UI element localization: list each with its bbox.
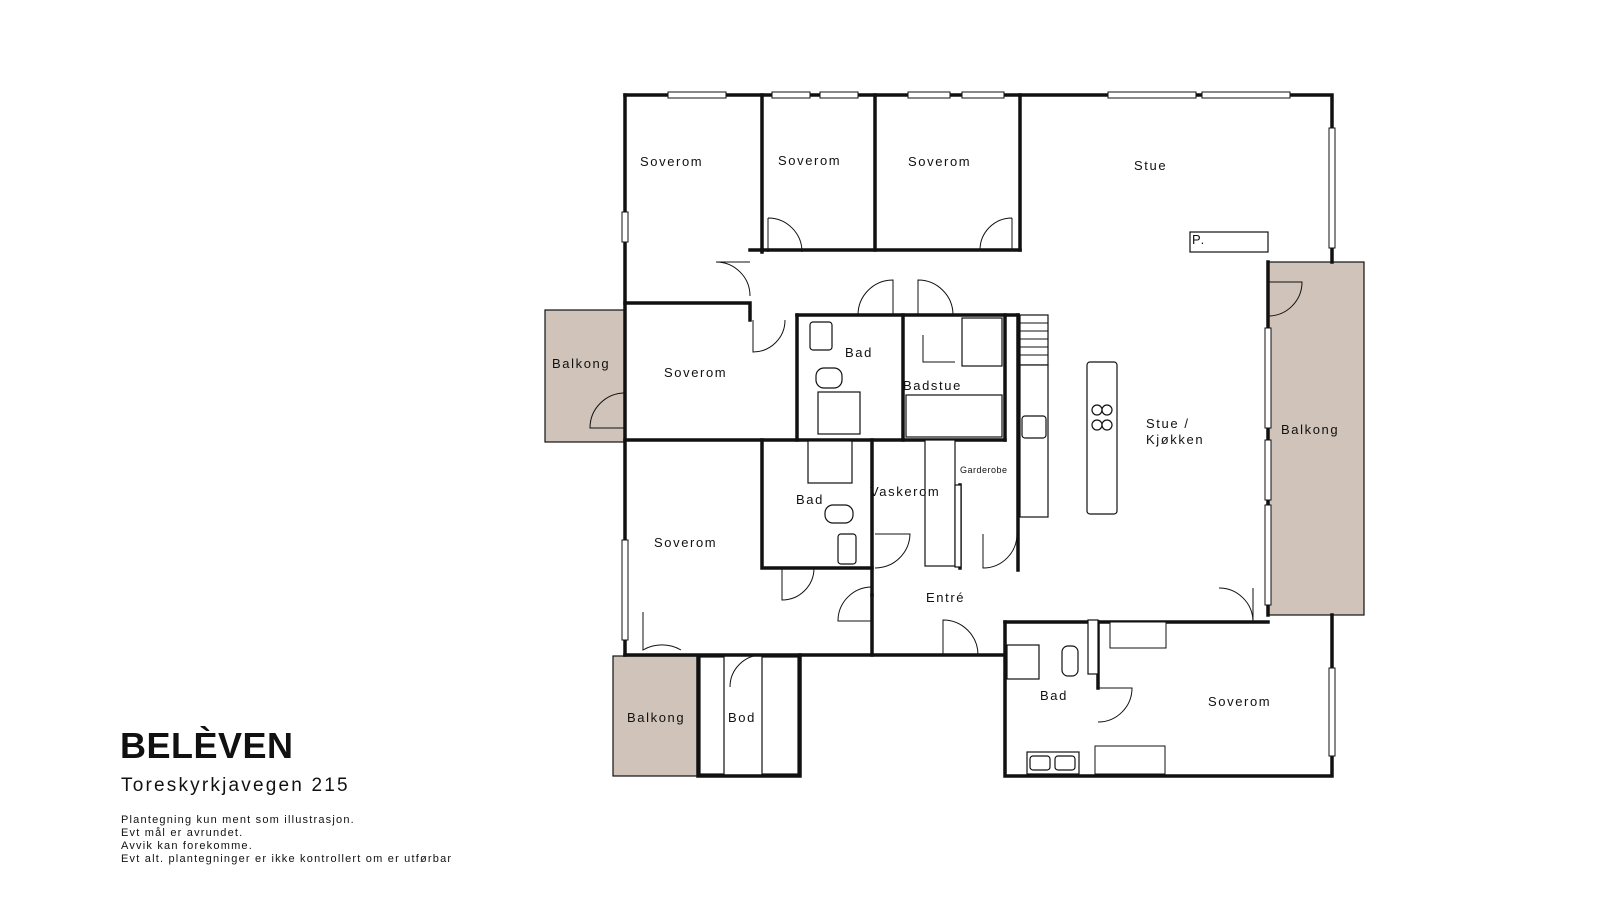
room-label-soverom-4: Soverom: [664, 365, 727, 380]
doors: [589, 217, 1303, 723]
room-label-garderobe: Garderobe: [960, 465, 1008, 475]
windows: [621, 91, 1336, 775]
balcony-left: [544, 309, 626, 443]
room-label-vaskerom: Vaskerom: [870, 484, 940, 499]
disclaimer-line: Evt alt. plantegninger er ikke kontrolle…: [121, 853, 453, 865]
disclaimer-line: Plantegning kun ment som illustrasjon.: [121, 814, 355, 826]
kitchen-island: [1086, 361, 1118, 515]
room-label-stue: Stue: [1134, 158, 1167, 173]
stairs: [1019, 314, 1049, 366]
room-label-soverom-5: Soverom: [654, 535, 717, 550]
room-label-bad-1: Bad: [845, 345, 873, 360]
room-label-soverom-6: Soverom: [1208, 694, 1271, 709]
brand-logo: BELÈVEN: [120, 725, 294, 766]
property-address: Toreskyrkjavegen 215: [121, 775, 350, 796]
room-label-balkong-right: Balkong: [1281, 422, 1339, 437]
room-label-stue-kjokken-2: Kjøkken: [1146, 432, 1204, 447]
disclaimer: Plantegning kun ment som illustrasjon. E…: [121, 814, 452, 866]
disclaimer-line: Evt mål er avrundet.: [121, 827, 244, 839]
room-label-bod: Bod: [728, 710, 756, 725]
fireplace-label: P.: [1192, 232, 1206, 247]
room-label-soverom-2: Soverom: [778, 153, 841, 168]
room-labels: Soverom Soverom Soverom Stue P. Balkong …: [552, 153, 1339, 725]
room-label-soverom-1: Soverom: [640, 154, 703, 169]
room-label-badstue: Badstue: [903, 378, 962, 393]
interior-walls: [623, 93, 1270, 690]
room-label-entre: Entré: [926, 590, 965, 605]
room-label-balkong-left: Balkong: [552, 356, 610, 371]
disclaimer-line: Avvik kan forekomme.: [121, 840, 254, 852]
room-label-stue-kjokken-1: Stue /: [1146, 416, 1190, 431]
fixtures: [699, 314, 1118, 775]
room-label-bad-2: Bad: [796, 492, 824, 507]
balcony-right: [1267, 261, 1365, 616]
room-label-balkong-bottom: Balkong: [627, 710, 685, 725]
room-label-bad-3: Bad: [1040, 688, 1068, 703]
room-label-soverom-3: Soverom: [908, 154, 971, 169]
